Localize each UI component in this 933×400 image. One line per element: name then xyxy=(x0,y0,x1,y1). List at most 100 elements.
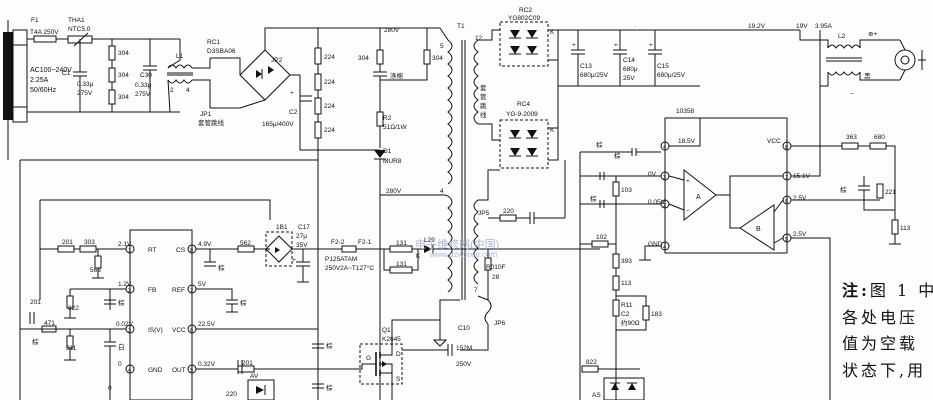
svg-text:5: 5 xyxy=(190,368,193,374)
r201-a: 201 xyxy=(62,239,73,246)
ref-voltage: 5V xyxy=(198,281,207,288)
opamp-a-label: A xyxy=(696,194,701,201)
r113b: 113 xyxy=(621,280,632,287)
fuse-rating: T4A 250V xyxy=(30,29,59,36)
r102: 102 xyxy=(596,234,607,241)
jp6: JP6 xyxy=(494,320,506,327)
svg-text:+: + xyxy=(572,42,576,49)
svg-text:+: + xyxy=(292,257,296,264)
r11-ref: R11 xyxy=(621,302,633,309)
opamp-005v: 0.05V xyxy=(648,199,666,206)
r822-b: 822 xyxy=(586,359,597,366)
r680: 680 xyxy=(874,134,885,141)
rc2-ref: RC2 xyxy=(519,7,532,14)
rc4-ref: RC4 xyxy=(517,101,530,108)
svg-text:棕: 棕 xyxy=(32,337,39,346)
svg-text:棕: 棕 xyxy=(218,263,225,272)
svg-text:棕: 棕 xyxy=(614,151,621,160)
as-label: AS xyxy=(592,392,601,399)
c17-ref: C17 xyxy=(298,224,310,231)
r304-a: 304 xyxy=(118,50,129,57)
fb-voltage: 1.2V xyxy=(118,281,132,288)
ctrl-zero: 0 xyxy=(108,385,112,392)
jp1-ref: JP1 xyxy=(200,111,212,118)
l29-ref: L29 xyxy=(424,237,435,244)
f2-1: F2-1 xyxy=(358,239,372,246)
t1-pin5: 5 xyxy=(440,43,444,50)
ac-input-connector xyxy=(3,20,28,160)
c15-value: 680μ/25V xyxy=(657,72,686,79)
ac-input-label: AC100~240V xyxy=(30,67,72,74)
c2-value: 165μ/400V xyxy=(262,121,294,128)
svg-text:6: 6 xyxy=(190,328,193,334)
r471: 471 xyxy=(44,320,55,327)
r201-b: 201 xyxy=(242,360,253,367)
rc1-bridge-symbol xyxy=(239,49,291,101)
c2-ref: C2 xyxy=(289,109,298,116)
c10-volt: 250V xyxy=(456,361,472,368)
opamp-vcc: VCC xyxy=(767,138,781,145)
c13-ref: C13 xyxy=(580,63,592,70)
svg-text:+: + xyxy=(686,178,690,185)
svg-text:白: 白 xyxy=(118,342,125,351)
f2-2: F2-2 xyxy=(331,239,345,246)
c17-volt: 35V xyxy=(296,242,308,249)
svg-text:套: 套 xyxy=(480,83,487,92)
controller-pins: 1 2 3 4 8 7 6 5 xyxy=(125,244,197,374)
svg-text:−: − xyxy=(686,208,690,215)
svg-text:+: + xyxy=(614,42,618,49)
r224-d: 224 xyxy=(324,127,335,134)
c1-ref: C1 xyxy=(62,70,71,77)
dc-output-jack xyxy=(894,49,916,71)
c14-volt: 25V xyxy=(623,75,635,82)
c13-value: 680μ/25V xyxy=(580,72,609,79)
t1-primary-winding xyxy=(447,39,453,293)
thermistor-ref: THA1 xyxy=(68,17,85,24)
pin-is: IS(V) xyxy=(148,327,163,334)
jp1-note-a: 套管跳线 xyxy=(198,118,225,127)
c30-value: 0.33μ xyxy=(135,82,152,89)
out-plus: ⊕+ xyxy=(868,31,877,38)
snubber-r304: 304 xyxy=(358,55,369,62)
d1-diode xyxy=(374,150,386,158)
rc2-box xyxy=(499,21,549,67)
r221: 221 xyxy=(885,189,896,196)
svg-text:+: + xyxy=(290,90,294,97)
jp5-ref: JP5 xyxy=(478,210,490,217)
opamp-185v: 18.5V xyxy=(678,138,696,145)
note-prefix: 注: xyxy=(842,281,870,300)
pin-gnd: GND xyxy=(148,367,163,374)
c201: 201 xyxy=(30,299,41,306)
out-minus: − xyxy=(850,91,854,98)
opamp-0v: 0V xyxy=(648,171,657,178)
rc4-part: YG-9-2009 xyxy=(506,111,538,118)
c1-value: 0.33μ xyxy=(77,81,94,88)
jp2-ref: JP2 xyxy=(271,57,283,64)
opamp-25v-a: 2.5V xyxy=(793,195,807,202)
opamp-pins: 4 3 2 4 8 7 6 5 xyxy=(660,141,792,251)
r224-c: 224 xyxy=(324,103,335,110)
pin-cs: CS xyxy=(176,247,186,254)
snubber-cap-label: 涤棉 xyxy=(390,71,404,80)
t1-pin7: 7 xyxy=(474,287,478,294)
svg-text:棕: 棕 xyxy=(118,298,125,307)
svg-text:棕: 棕 xyxy=(590,194,597,203)
t1-ref: T1 xyxy=(457,23,465,30)
svg-text:7: 7 xyxy=(190,288,193,294)
rc1-ref: RC1 xyxy=(207,39,220,46)
svg-text:线: 线 xyxy=(480,110,487,119)
svg-text:棕: 棕 xyxy=(326,341,333,350)
r562: 562 xyxy=(240,240,251,247)
rc2-part: YG802C09 xyxy=(508,15,541,22)
r224-a: 224 xyxy=(324,54,335,61)
c14-value: 680μ xyxy=(623,66,638,73)
thermistor-part: NTC5.0 xyxy=(68,26,91,33)
as-optocoupler xyxy=(603,377,645,400)
watermark-site: 电子维修网(中国) xyxy=(415,239,500,251)
svg-text:4: 4 xyxy=(663,145,666,151)
annotation-note: 注:图 1 中 各处电压 值为空载 状态下,用 xyxy=(842,278,933,384)
primary-280v: 280V xyxy=(384,27,400,34)
i395: 3.95A xyxy=(815,23,833,30)
